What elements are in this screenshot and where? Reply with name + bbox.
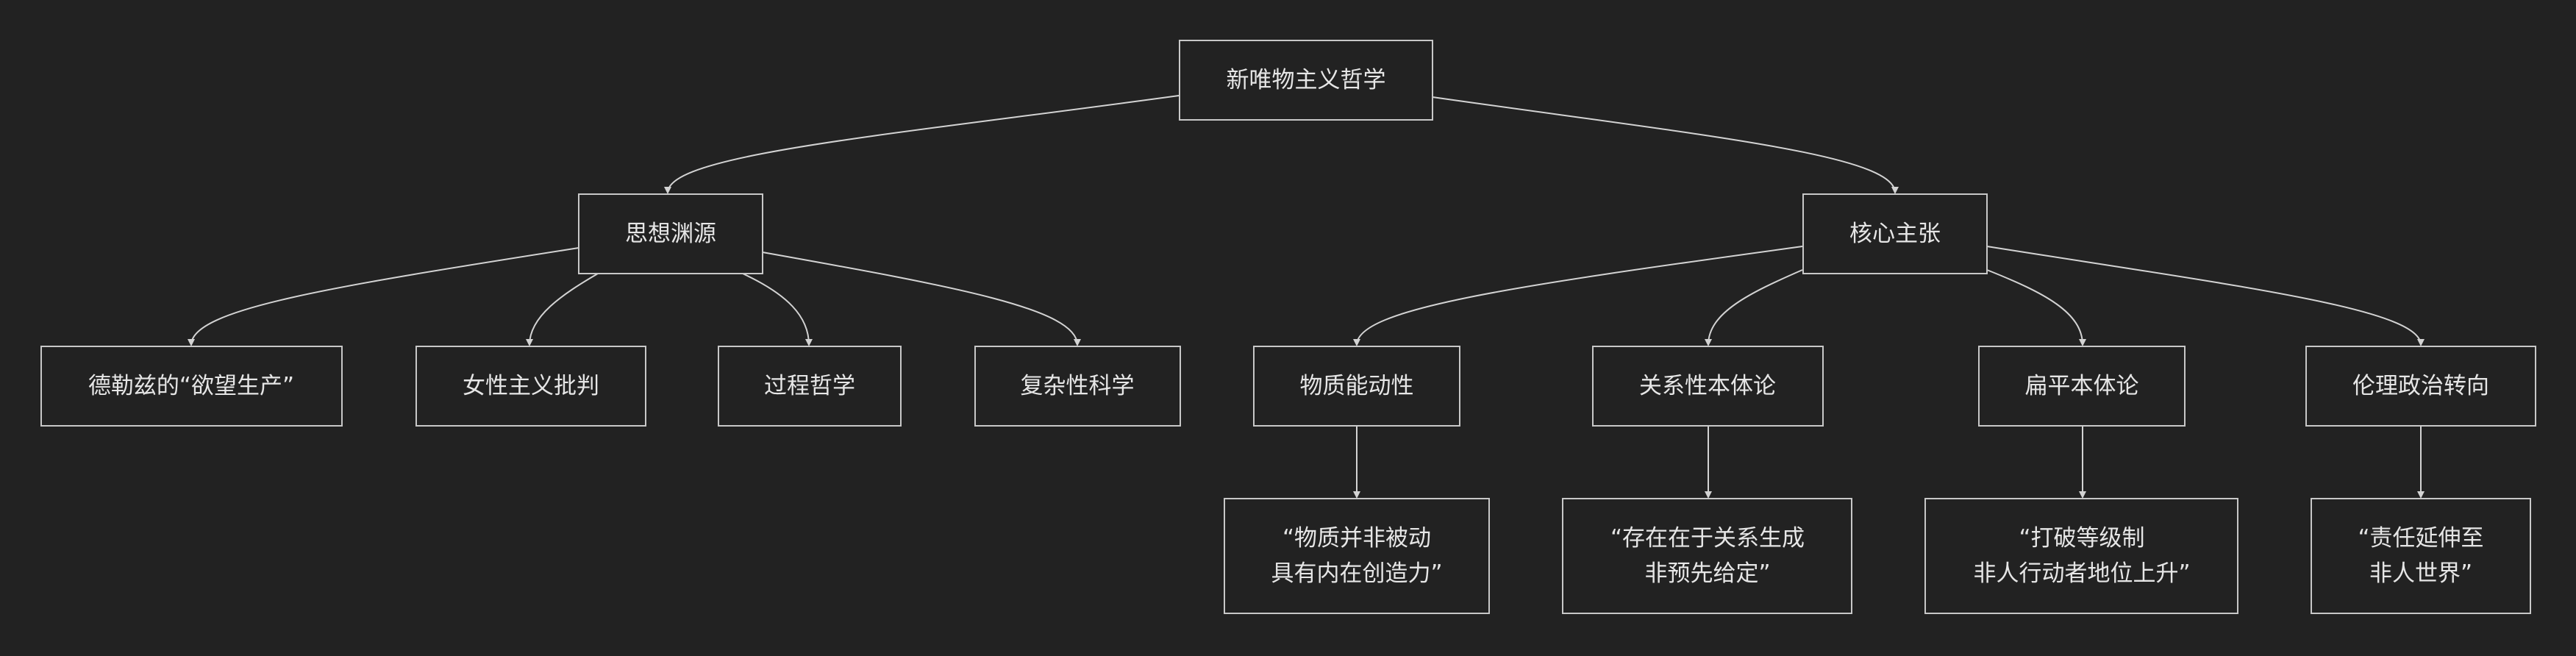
node-claims-label: 核心主张 (1849, 221, 1941, 247)
edge-origins-deleuze (188, 247, 579, 346)
node-claim-relational: 关系性本体论 (1592, 346, 1824, 427)
node-origin-complexity-label: 复杂性科学 (1021, 373, 1135, 399)
node-origin-deleuze: 德勒兹的“欲望生产” (40, 346, 343, 427)
node-claims: 核心主张 (1802, 193, 1988, 274)
node-origins: 思想渊源 (578, 193, 763, 274)
node-origin-process-label: 过程哲学 (764, 373, 855, 399)
node-detail-relational-line-1: “存在在于关系生成 (1610, 525, 1805, 552)
node-detail-flat: “打破等级制 非人行动者地位上升” (1924, 498, 2238, 614)
edge-claims-flat (1986, 269, 2086, 346)
edge-origins-complexity (762, 252, 1081, 346)
node-detail-agency-line-1: “物质并非被动 (1282, 525, 1431, 552)
node-origin-feminism: 女性主义批判 (415, 346, 646, 427)
node-detail-ethics-line-2: 非人世界” (2369, 560, 2472, 587)
edges (188, 95, 2425, 499)
node-claim-agency-label: 物质能动性 (1300, 373, 1414, 399)
node-detail-agency-line-2: 具有内在创造力” (1271, 560, 1442, 587)
node-origin-process: 过程哲学 (718, 346, 902, 427)
edge-claims-relational (1705, 269, 1803, 346)
node-claim-flat: 扁平本体论 (1978, 346, 2186, 427)
edge-root-claims (1432, 96, 1899, 194)
node-claim-ethics: 伦理政治转向 (2305, 346, 2536, 427)
node-detail-flat-line-2: 非人行动者地位上升” (1973, 560, 2190, 587)
node-origins-label: 思想渊源 (625, 221, 716, 247)
node-root-label: 新唯物主义哲学 (1227, 67, 1386, 93)
node-detail-ethics: “责任延伸至 非人世界” (2311, 498, 2531, 614)
node-claim-flat-label: 扁平本体论 (2025, 373, 2139, 399)
node-detail-ethics-line-1: “责任延伸至 (2358, 525, 2483, 552)
node-claim-agency: 物质能动性 (1253, 346, 1460, 427)
node-detail-flat-line-1: “打破等级制 (2019, 525, 2144, 552)
edge-claims-ethics (1986, 246, 2425, 346)
node-root: 新唯物主义哲学 (1179, 40, 1433, 121)
edge-origins-feminism (526, 273, 599, 346)
edge-origins-process (742, 273, 813, 346)
node-origin-deleuze-label: 德勒兹的“欲望生产” (88, 373, 294, 399)
edge-claims-agency (1353, 246, 1803, 346)
node-origin-feminism-label: 女性主义批判 (463, 373, 599, 399)
node-claim-ethics-label: 伦理政治转向 (2352, 373, 2489, 399)
node-claim-relational-label: 关系性本体论 (1639, 373, 1776, 399)
node-origin-complexity: 复杂性科学 (974, 346, 1181, 427)
edge-root-origins (664, 95, 1180, 194)
node-detail-relational-line-2: 非预先给定” (1644, 560, 1770, 587)
node-detail-relational: “存在在于关系生成 非预先给定” (1562, 498, 1852, 614)
node-detail-agency: “物质并非被动 具有内在创造力” (1224, 498, 1490, 614)
